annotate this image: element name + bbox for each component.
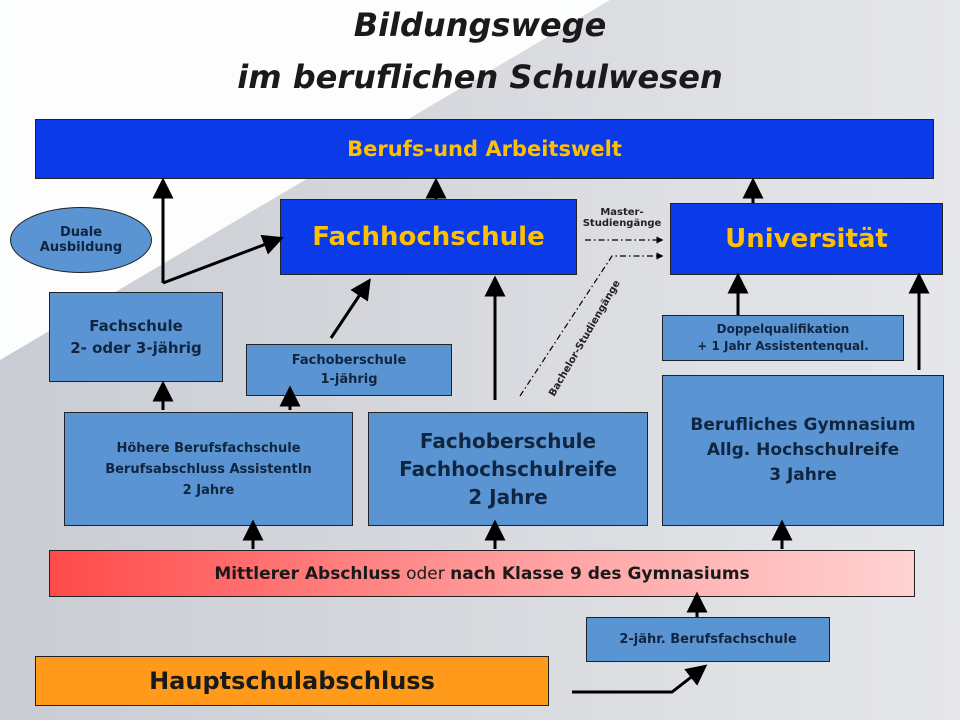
master-label: Master- Studiengänge <box>574 207 670 229</box>
berufswelt-label: Berufs-und Arbeitswelt <box>347 137 622 161</box>
hoehere-label-3: 2 Jahre <box>182 482 235 498</box>
universitaet-label: Universität <box>725 224 888 254</box>
master-label-1: Master- <box>600 207 644 218</box>
fachhochschule-box: Fachhochschule <box>280 199 577 275</box>
hoehere-berufsfachschule-box: Höhere Berufsfachschule Berufsabschluss … <box>64 412 353 526</box>
mittlerer-abschluss-bar: Mittlerer Abschluss oder nach Klasse 9 d… <box>49 550 915 597</box>
fachschule-box: Fachschule 2- oder 3-jährig <box>49 292 223 382</box>
master-label-2: Studiengänge <box>582 218 662 229</box>
fachoberschule-1-label-2: 1-jährig <box>320 372 378 387</box>
berufswelt-box: Berufs-und Arbeitswelt <box>35 119 934 179</box>
fachoberschule-2-label-2: Fachhochschulreife <box>399 457 617 481</box>
hoehere-label-1: Höhere Berufsfachschule <box>116 440 301 456</box>
fachhochschule-label: Fachhochschule <box>312 222 545 252</box>
duale-label-2: Ausbildung <box>39 240 123 255</box>
gymnasium-label-2: Allg. Hochschulreife <box>706 440 900 460</box>
fachoberschule-2-label-1: Fachoberschule <box>419 429 597 453</box>
doppel-label-2: + 1 Jahr Assistentenqual. <box>697 339 869 353</box>
gymnasium-label-1: Berufliches Gymnasium <box>690 415 916 435</box>
berufsfachschule-2-box: 2-jähr. Berufsfachschule <box>586 617 830 662</box>
duale-label-1: Duale <box>59 225 103 240</box>
berufsfachschule-2-label: 2-jähr. Berufsfachschule <box>619 632 797 647</box>
berufliches-gymnasium-box: Berufliches Gymnasium Allg. Hochschulrei… <box>662 375 944 526</box>
mittlerer-label-1: Mittlerer Abschluss <box>214 563 401 584</box>
doppel-label-1: Doppelqualifikation <box>716 322 850 336</box>
fachoberschule-2-box: Fachoberschule Fachhochschulreife 2 Jahr… <box>368 412 648 526</box>
universitaet-box: Universität <box>670 203 943 275</box>
fachoberschule-1-label-1: Fachoberschule <box>291 353 407 368</box>
hoehere-label-2: Berufsabschluss AssistentIn <box>105 461 312 477</box>
doppelqualifikation-box: Doppelqualifikation + 1 Jahr Assistenten… <box>662 315 904 361</box>
page-title-line2: im beruflichen Schulwesen <box>237 58 723 96</box>
hauptschul-label: Hauptschulabschluss <box>149 667 435 695</box>
fachschule-label-1: Fachschule <box>89 317 183 335</box>
duale-ausbildung-ellipse: Duale Ausbildung <box>10 207 152 273</box>
gymnasium-label-3: 3 Jahre <box>769 465 837 485</box>
page-title-line1: Bildungswege <box>353 6 607 44</box>
fachoberschule-2-label-3: 2 Jahre <box>468 485 548 509</box>
mittlerer-label-2: oder <box>400 563 451 584</box>
fachoberschule-1-box: Fachoberschule 1-jährig <box>246 344 452 396</box>
mittlerer-label-3: nach Klasse 9 des Gymnasiums <box>450 563 750 584</box>
hauptschulabschluss-box: Hauptschulabschluss <box>35 656 549 706</box>
fachschule-label-2: 2- oder 3-jährig <box>70 339 202 357</box>
